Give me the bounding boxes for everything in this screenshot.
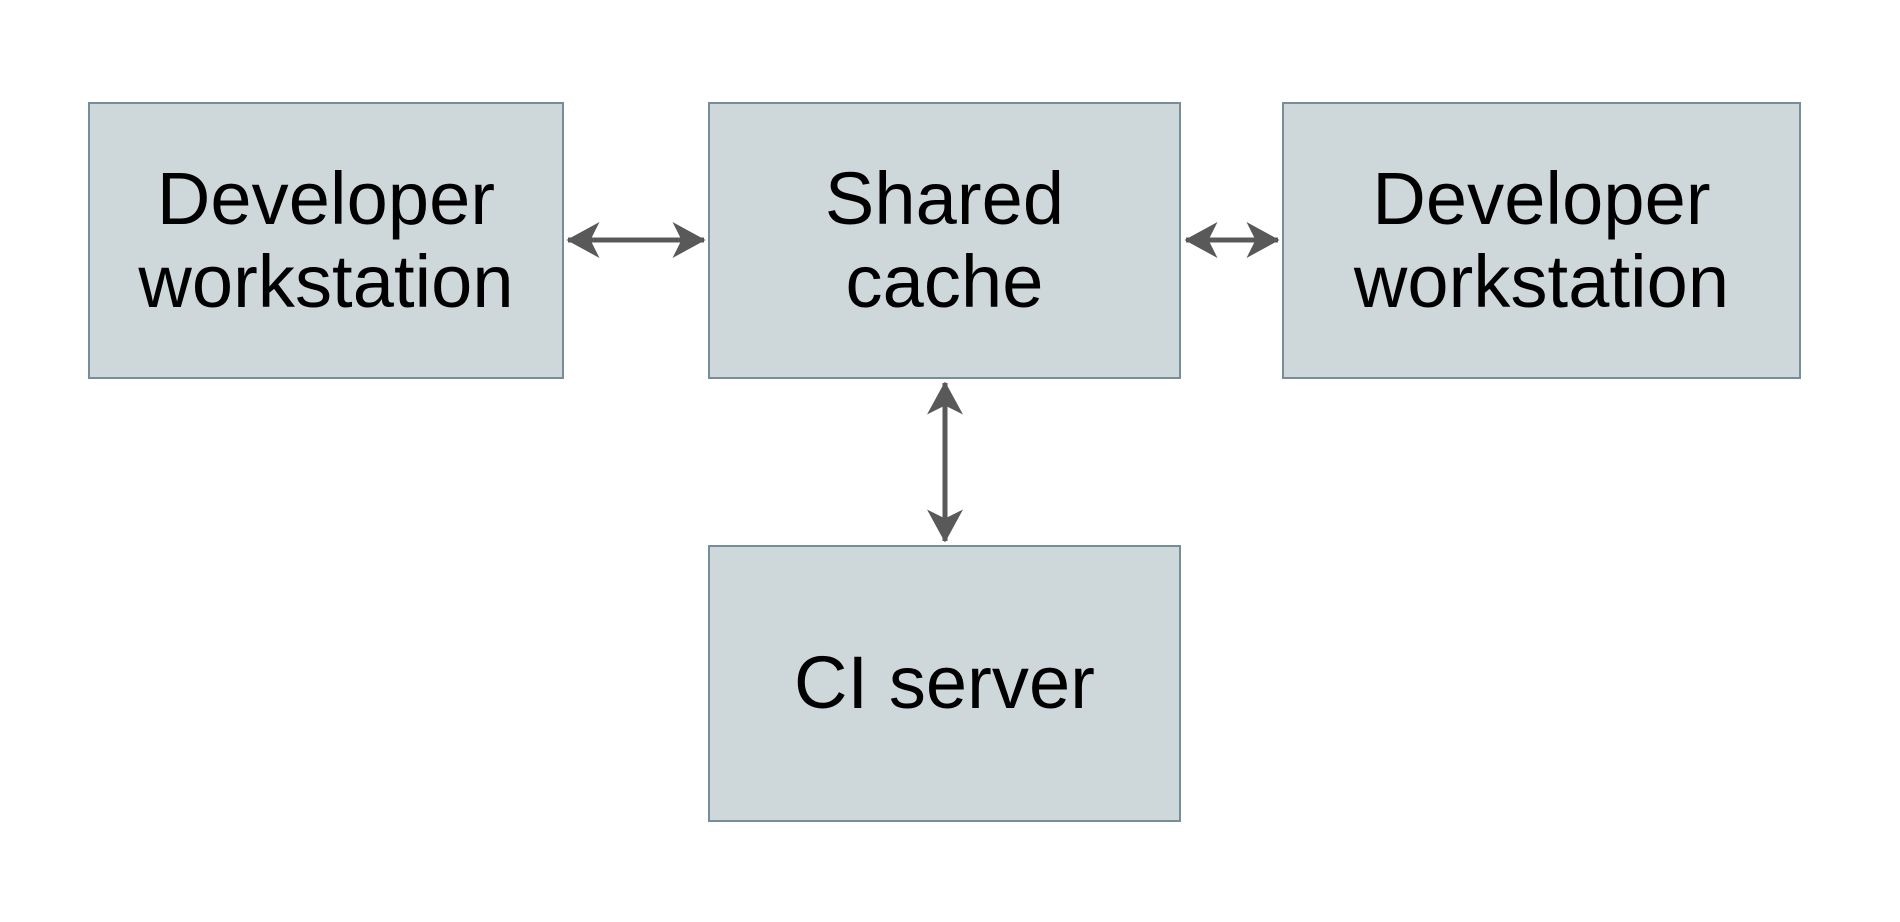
node-shared-cache[interactable]: Shared cache xyxy=(708,102,1181,379)
node-label: Developer workstation xyxy=(1353,156,1730,323)
node-label: Developer workstation xyxy=(138,156,514,323)
node-label: Shared cache xyxy=(824,156,1065,323)
node-label: CI server xyxy=(793,641,1096,725)
node-ci-server[interactable]: CI server xyxy=(708,545,1181,822)
node-developer-workstation-right[interactable]: Developer workstation xyxy=(1282,102,1801,379)
node-developer-workstation-left[interactable]: Developer workstation xyxy=(88,102,564,379)
